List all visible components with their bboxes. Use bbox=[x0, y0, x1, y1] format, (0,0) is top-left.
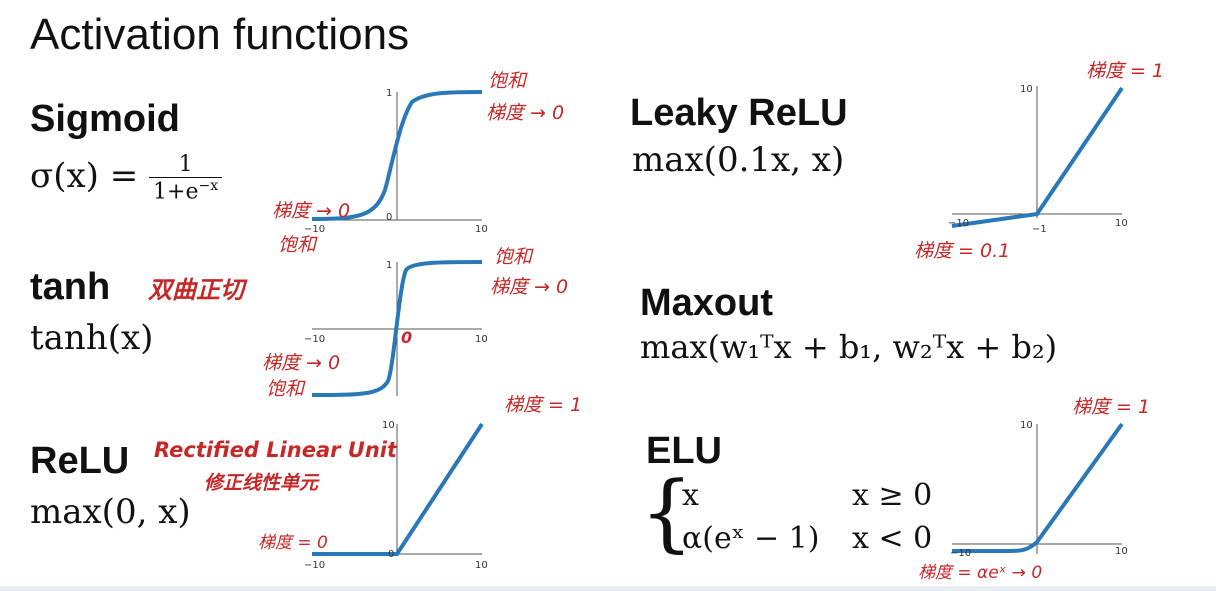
sigmoid-tick-x-right: 10 bbox=[475, 224, 488, 235]
elu-case2-cond: x < 0 bbox=[852, 521, 933, 556]
tanh-tick-x-left: −10 bbox=[304, 334, 325, 345]
leaky-relu-tick-y-top: 10 bbox=[1020, 84, 1033, 95]
sigmoid-fraction: 1 1+e−x bbox=[149, 152, 223, 204]
relu-curve bbox=[312, 422, 484, 556]
relu-tick-y-zero: 0 bbox=[388, 549, 394, 560]
relu-tick-x-left: −10 bbox=[304, 560, 325, 571]
bottom-bar bbox=[0, 586, 1216, 591]
sigmoid-plot: 1 0 −10 10 bbox=[304, 88, 488, 235]
relu-note-grad-pos: 梯度 = 1 bbox=[504, 394, 583, 416]
sigmoid-tick-x-left: −10 bbox=[304, 224, 325, 235]
leaky-relu-note-grad-neg: 梯度 = 0.1 bbox=[914, 240, 1011, 262]
slide-title: Activation functions bbox=[30, 10, 410, 59]
sigmoid-tick-y-top: 1 bbox=[386, 88, 392, 99]
relu-tick-y-top: 10 bbox=[382, 420, 395, 431]
maxout-formula: max(w₁ᵀx + b₁, w₂ᵀx + b₂) bbox=[640, 328, 1058, 366]
tanh-plot: 1 −10 10 bbox=[304, 260, 488, 397]
leaky-relu-note-grad-pos: 梯度 = 1 bbox=[1086, 60, 1165, 82]
relu-name: ReLU bbox=[30, 440, 130, 482]
tanh-curve bbox=[311, 260, 483, 397]
tanh-note-zero: 0 bbox=[401, 328, 413, 347]
elu-note-grad-pos: 梯度 = 1 bbox=[1072, 396, 1151, 418]
leaky-relu-tick-x-left: −10 bbox=[948, 218, 969, 229]
relu-tick-x-right: 10 bbox=[475, 560, 488, 571]
maxout-name: Maxout bbox=[640, 282, 773, 324]
sigmoid-note-sat-bottom: 饱和 bbox=[278, 234, 317, 256]
tanh-formula: tanh(x) bbox=[30, 318, 154, 358]
leaky-relu-plot: 10 −10 −1 10 bbox=[948, 84, 1128, 235]
sigmoid-frac-den: 1+e−x bbox=[149, 178, 222, 204]
elu-case-2: α(eˣ − 1) x < 0 bbox=[672, 513, 942, 556]
elu-tick-x-right: 10 bbox=[1115, 546, 1128, 557]
leaky-relu-tick-x-right: 10 bbox=[1115, 218, 1128, 229]
tanh-note-grad-top: 梯度 → 0 bbox=[490, 276, 569, 298]
relu-annotation-en: Rectified Linear Unit bbox=[154, 438, 398, 462]
sigmoid-frac-den-base: 1+e bbox=[153, 179, 199, 205]
sigmoid-formula: σ(x) = 1 1+e−x bbox=[30, 152, 223, 204]
sigmoid-note-sat-top: 饱和 bbox=[488, 70, 527, 92]
tanh-name: tanh bbox=[30, 266, 111, 308]
relu-note-grad-zero: 梯度 = 0 bbox=[258, 533, 328, 553]
sigmoid-note-grad-bottom: 梯度 → 0 bbox=[272, 200, 351, 222]
relu-annotation-cn: 修正线性单元 bbox=[204, 472, 319, 494]
sigmoid-frac-den-exp: −x bbox=[198, 178, 219, 194]
leaky-relu-name: Leaky ReLU bbox=[630, 92, 848, 134]
elu-case2-expr: α(eˣ − 1) bbox=[682, 521, 820, 556]
leaky-relu-formula: max(0.1x, x) bbox=[632, 140, 845, 180]
sigmoid-note-grad-top: 梯度 → 0 bbox=[486, 102, 565, 124]
sigmoid-name: Sigmoid bbox=[30, 98, 180, 140]
leaky-relu-tick-x-mid: −1 bbox=[1032, 224, 1047, 235]
elu-tick-y-top: 10 bbox=[1020, 420, 1033, 431]
elu-tick-x-left: −10 bbox=[950, 548, 971, 559]
tanh-tick-y-top: 1 bbox=[386, 260, 392, 271]
sigmoid-formula-lhs: σ(x) = bbox=[30, 156, 139, 197]
elu-cases: x x ≥ 0 α(eˣ − 1) x < 0 bbox=[672, 478, 942, 556]
elu-case1-cond: x ≥ 0 bbox=[852, 478, 933, 513]
elu-note-grad-neg: 梯度 = αeˣ → 0 bbox=[918, 563, 1043, 583]
leaky-relu-curve bbox=[951, 86, 1124, 228]
tanh-note-sat-bottom: 饱和 bbox=[266, 378, 305, 400]
elu-brace: { bbox=[640, 463, 694, 561]
tanh-tick-x-right: 10 bbox=[475, 334, 488, 345]
elu-curve bbox=[952, 422, 1124, 553]
tanh-annotation: 双曲正切 bbox=[148, 276, 244, 304]
elu-case-1: x x ≥ 0 bbox=[672, 478, 942, 513]
relu-formula: max(0, x) bbox=[30, 492, 191, 532]
elu-case1-expr: x bbox=[682, 478, 699, 513]
elu-name: ELU bbox=[646, 430, 722, 472]
sigmoid-tick-y-bottom: 0 bbox=[386, 212, 392, 223]
relu-plot: 10 0 −10 10 bbox=[304, 420, 488, 571]
elu-plot: 10 −10 10 bbox=[950, 420, 1128, 559]
sigmoid-curve bbox=[311, 90, 483, 221]
tanh-note-grad-bottom: 梯度 → 0 bbox=[262, 352, 341, 374]
sigmoid-frac-num: 1 bbox=[149, 152, 223, 178]
tanh-note-sat-top: 饱和 bbox=[494, 246, 533, 268]
